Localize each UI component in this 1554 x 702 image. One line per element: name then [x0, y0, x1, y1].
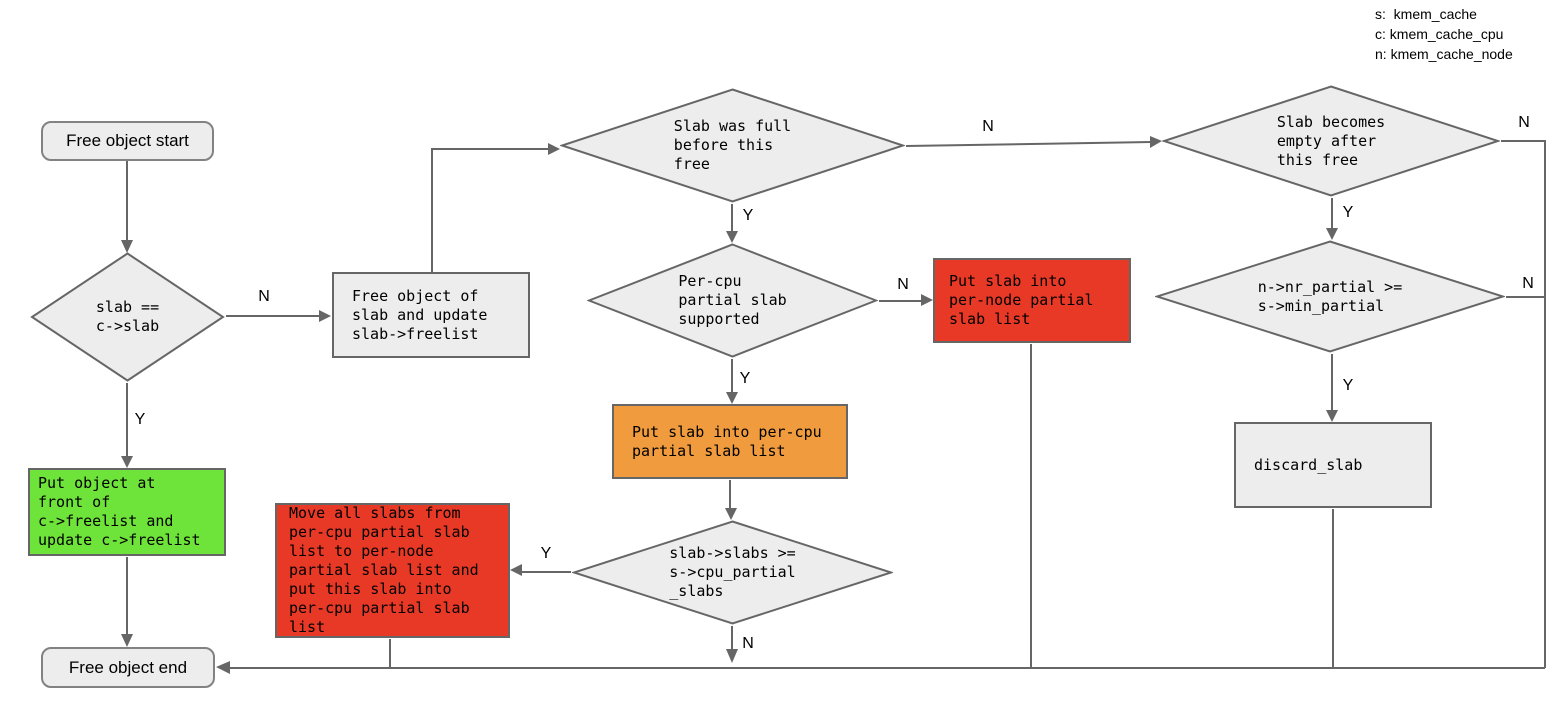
node-move-all-slabs: Move all slabs from per-cpu partial slab…	[275, 503, 510, 638]
node-free-object-update-freelist: Free object of slab and update slab->fre…	[332, 272, 530, 358]
node-free-object-update-freelist-label: Free object of slab and update slab->fre…	[352, 286, 488, 343]
legend-line-n: n: kmem_cache_node	[1375, 46, 1513, 62]
node-put-object-front-freelist-label: Put object at front of c->freelist and u…	[38, 474, 201, 549]
arrowhead	[725, 508, 737, 520]
arrowhead	[319, 310, 331, 322]
node-free-object-end-label: Free object end	[68, 657, 188, 677]
arrowhead	[121, 634, 133, 647]
node-discard-slab-label: discard_slab	[1254, 455, 1363, 474]
arrowhead	[726, 649, 738, 663]
legend-line-s: s: kmem_cache	[1375, 6, 1477, 22]
node-free-object-end: Free object end	[41, 647, 215, 688]
node-move-all-slabs-label: Move all slabs from per-cpu partial slab…	[289, 504, 479, 636]
node-put-slab-pernode-partial: Put slab into per-node partial slab list	[933, 258, 1131, 343]
legend: s: kmem_cache c: kmem_cache_cpu n: kmem_…	[1375, 4, 1513, 64]
node-decision-slab-eq-cslab: slab == c->slab	[30, 252, 225, 382]
arrowhead	[726, 392, 738, 404]
node-put-object-front-freelist: Put object at front of c->freelist and u…	[28, 468, 226, 556]
diamond-shape	[1162, 85, 1500, 197]
legend-line-c: c: kmem_cache_cpu	[1375, 26, 1504, 42]
arrowhead	[921, 294, 933, 306]
arrowhead	[121, 456, 133, 468]
arrowhead	[216, 661, 230, 674]
node-put-slab-pernode-partial-label: Put slab into per-node partial slab list	[949, 272, 1094, 328]
node-decision-slab-becomes-empty-label: Slab becomes empty after this free	[1276, 112, 1386, 169]
node-put-slab-percpu-partial: Put slab into per-cpu partial slab list	[612, 404, 848, 479]
arrowhead	[1326, 228, 1338, 240]
edge-label-percpu-n: N	[897, 276, 909, 293]
node-decision-slab-eq-cslab-label: slab == c->slab	[95, 298, 160, 335]
node-decision-slabs-ge-cpu-partial-slabs: slab->slabs >= s->cpu_partial _slabs	[572, 520, 893, 625]
edge-label-was-full-y: Y	[742, 207, 754, 224]
node-free-object-start-label: Free object start	[66, 131, 189, 150]
edge-label-nr-partial-n: N	[1522, 275, 1534, 292]
edge-label-becomes-empty-n: N	[1518, 114, 1530, 131]
diamond-shape	[1155, 240, 1505, 353]
node-discard-slab: discard_slab	[1234, 422, 1432, 508]
arrowhead	[510, 564, 522, 576]
arrowhead	[1326, 410, 1338, 422]
diamond-shape	[560, 88, 905, 203]
diamond-shape	[30, 252, 225, 382]
edge-label-nr-partial-y: Y	[1342, 377, 1354, 394]
arrowhead	[1150, 136, 1162, 148]
edge-label-slab-eq-n: N	[258, 288, 270, 305]
edge-label-percpu-y: Y	[739, 370, 751, 387]
node-decision-slab-was-full-label: Slab was full before this free	[673, 117, 792, 173]
edge-was-full-n	[905, 141, 1152, 147]
node-decision-percpu-partial-supported-label: Per-cpu partial slab supported	[678, 272, 787, 328]
diamond-shape	[587, 243, 878, 358]
node-decision-slabs-ge-cpu-partial-slabs-label: slab->slabs >= s->cpu_partial _slabs	[669, 544, 796, 600]
arrowhead	[726, 231, 738, 243]
edge-label-slabs-ge-y: Y	[540, 545, 552, 562]
diamond-shape	[572, 520, 893, 625]
edge-becomes-empty-n	[1501, 140, 1546, 668]
node-decision-nr-partial-ge-min-partial-label: n->nr_partial >= s->min_partial	[1257, 277, 1403, 315]
node-decision-percpu-partial-supported: Per-cpu partial slab supported	[587, 243, 878, 358]
node-decision-nr-partial-ge-min-partial: n->nr_partial >= s->min_partial	[1155, 240, 1505, 353]
edge-label-slabs-ge-n: N	[742, 635, 754, 652]
edge-label-was-full-n: N	[982, 118, 994, 135]
arrowhead	[548, 143, 560, 155]
edge-label-slab-eq-y: Y	[134, 411, 146, 428]
node-free-object-start: Free object start	[41, 121, 214, 161]
node-decision-slab-becomes-empty: Slab becomes empty after this free	[1162, 85, 1500, 197]
edge-free-update-to-was-full	[431, 148, 549, 272]
node-decision-slab-was-full: Slab was full before this free	[560, 88, 905, 203]
edge-label-becomes-empty-y: Y	[1342, 204, 1354, 221]
arrowhead	[121, 240, 133, 253]
node-put-slab-percpu-partial-label: Put slab into per-cpu partial slab list	[632, 422, 822, 460]
